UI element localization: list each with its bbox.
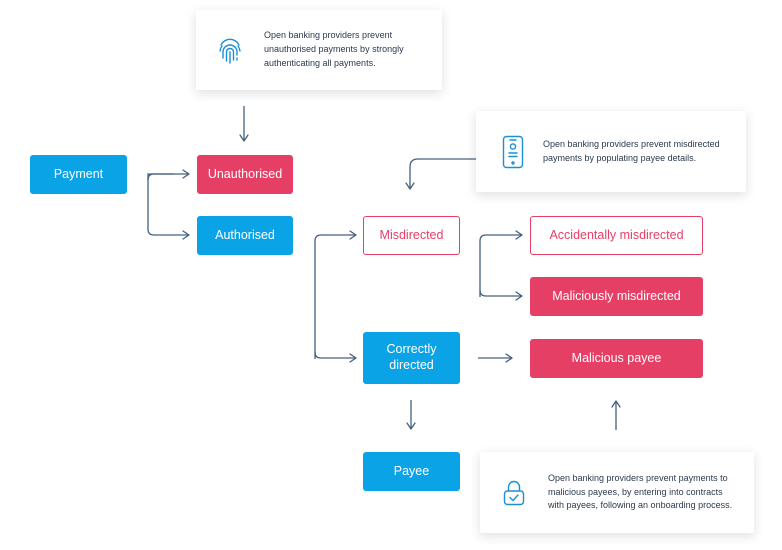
lock-icon [502, 480, 526, 506]
arrow-payment-branch-top [147, 169, 190, 181]
node-authorised: Authorised [197, 216, 293, 255]
arrow-authorised-to-misdirected [314, 230, 357, 359]
node-malicious-payee: Malicious payee [530, 339, 703, 378]
node-payment: Payment [30, 155, 127, 194]
arrow-misdirected-to-accidental [479, 230, 523, 297]
arrow-note-to-misdirected [405, 158, 476, 190]
note-onboarding-text: Open banking providers prevent payments … [548, 472, 733, 511]
note-onboarding: Open banking providers prevent payments … [480, 452, 754, 533]
node-maliciously-misdirected: Maliciously misdirected [530, 277, 703, 316]
node-payee: Payee [363, 452, 460, 491]
note-authentication: Open banking providers prevent unauthori… [196, 10, 442, 90]
node-correctly-directed: Correctly directed [363, 332, 460, 384]
node-unauthorised: Unauthorised [197, 155, 293, 194]
note-payee-details: Open banking providers prevent misdirect… [476, 111, 746, 192]
phone-icon [500, 135, 526, 169]
note-authentication-text: Open banking providers prevent unauthori… [264, 30, 404, 68]
fingerprint-icon [216, 36, 244, 64]
arrow-authorised-to-correctly-directed [314, 351, 357, 363]
node-accidentally-misdirected: Accidentally misdirected [530, 216, 703, 255]
arrow-payment-to-unauthorised [147, 173, 190, 240]
note-payee-details-text: Open banking providers prevent misdirect… [543, 138, 720, 163]
node-misdirected: Misdirected [363, 216, 460, 255]
arrow-misdirected-to-malicious [479, 289, 523, 301]
